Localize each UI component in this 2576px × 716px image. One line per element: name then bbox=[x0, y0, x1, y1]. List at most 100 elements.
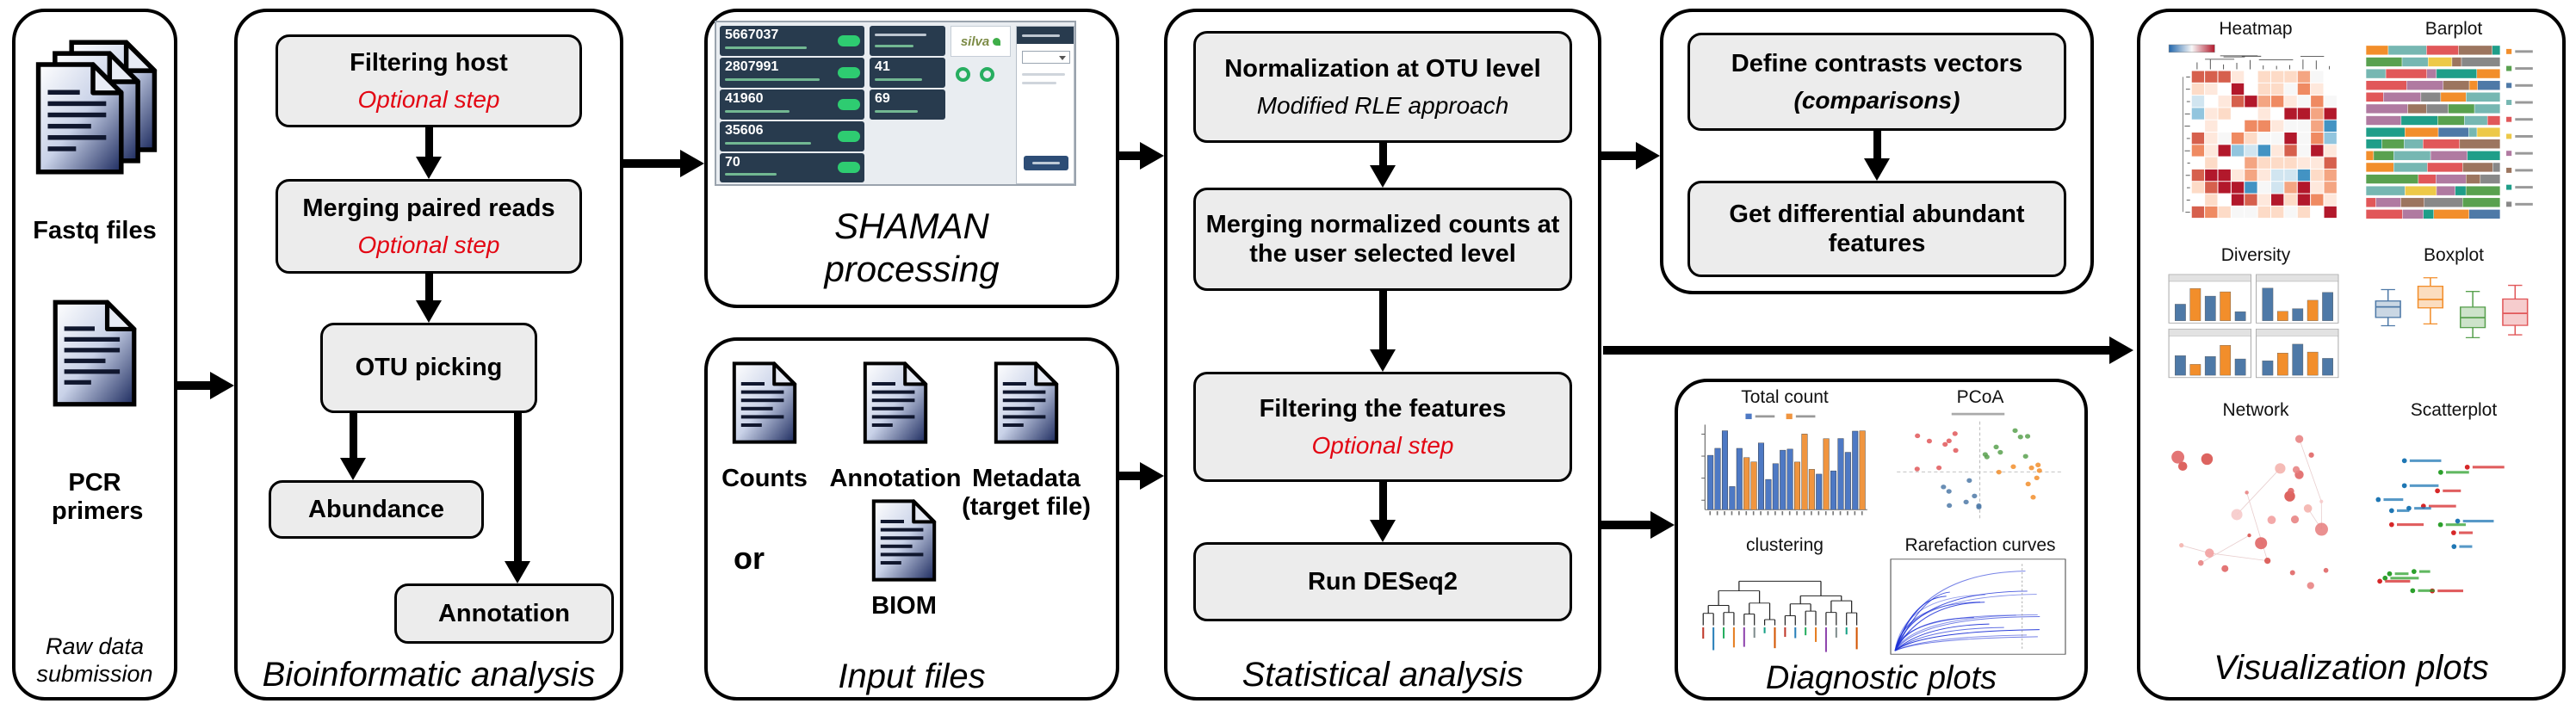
status-badge bbox=[838, 67, 860, 78]
stat-value: 35606 bbox=[725, 123, 764, 138]
status-badge bbox=[838, 99, 860, 110]
stat-card: 35606 bbox=[720, 121, 864, 151]
counts-label: Counts bbox=[721, 465, 808, 492]
silva-logo: silva bbox=[951, 26, 1011, 57]
shaman-screenshot: 5667037 2807991 41960 35606 70 .scard{le… bbox=[715, 21, 1076, 186]
arrow-filter-to-deseq bbox=[1378, 482, 1387, 520]
fastq-files-icon bbox=[33, 36, 160, 178]
metadata-file-icon bbox=[994, 361, 1059, 444]
step-define-contrasts: Define contrasts vectors (comparisons) bbox=[1687, 33, 2066, 131]
recycle-icon bbox=[980, 67, 994, 82]
step-filter-features-label: Filtering the features bbox=[1259, 395, 1507, 423]
diversity-plot bbox=[2165, 268, 2342, 382]
step-filtering-host: Filtering host Optional step bbox=[276, 34, 582, 127]
step-define-contrasts-label: Define contrasts vectors bbox=[1731, 50, 2023, 78]
heatmap-title: Heatmap bbox=[2219, 19, 2293, 39]
pcr-primers-icon bbox=[50, 299, 139, 407]
scatterplot-title: Scatterplot bbox=[2410, 400, 2498, 420]
fastq-files-label: Fastq files bbox=[33, 217, 157, 244]
step-define-contrasts-note: (comparisons) bbox=[1793, 86, 1960, 114]
pcoa-title: PCoA bbox=[1956, 387, 2004, 407]
arrow-inputs-to-stats bbox=[1119, 472, 1140, 480]
arrow-merge-to-filter bbox=[1378, 291, 1387, 349]
clustering-plot bbox=[1694, 559, 1871, 655]
arrow-otu-to-annotation bbox=[513, 413, 522, 561]
barplot-title: Barplot bbox=[2424, 19, 2483, 39]
mid-header-card bbox=[870, 26, 945, 56]
arrow-stats-to-diagnostics bbox=[1601, 521, 1650, 529]
total-count-title: Total count bbox=[1741, 387, 1829, 407]
status-badge bbox=[838, 35, 860, 46]
barplot-thumbnail: Barplot bbox=[2363, 19, 2544, 225]
annotation-file-icon bbox=[863, 361, 928, 444]
input-files-caption: Input files bbox=[838, 657, 986, 695]
step-normalization: Normalization at OTU level Modified RLE … bbox=[1193, 31, 1572, 143]
network-thumbnail: Network bbox=[2165, 400, 2346, 600]
step-run-deseq2: Run DESeq2 bbox=[1193, 542, 1572, 621]
rarefaction-plot bbox=[1890, 559, 2066, 655]
step-filtering-host-note: Optional step bbox=[357, 85, 500, 113]
arrow-stats-to-visualization bbox=[1603, 346, 2109, 355]
visualization-caption: Visualization plots bbox=[2214, 649, 2489, 687]
network-plot bbox=[2165, 423, 2342, 600]
arrow-rawdata-to-bioinfo bbox=[177, 381, 210, 390]
arrow-filtering-to-merging bbox=[424, 127, 433, 157]
stat-card: 70 bbox=[720, 153, 864, 182]
rarefaction-title: Rarefaction curves bbox=[1904, 535, 2056, 555]
step-abundance-label: Abundance bbox=[308, 495, 444, 523]
step-otu-picking-label: OTU picking bbox=[355, 354, 503, 382]
biom-file-icon bbox=[871, 499, 937, 582]
scatterplot-plot bbox=[2363, 423, 2540, 600]
arrow-norm-to-merge bbox=[1378, 143, 1387, 165]
step-merge-counts: Merging normalized counts at the user se… bbox=[1193, 188, 1572, 291]
stat-caption-skeleton bbox=[725, 142, 811, 145]
silva-logo-text: silva bbox=[960, 34, 990, 49]
shaman-caption: SHAMAN processing bbox=[824, 206, 1000, 290]
diversity-thumbnail: Diversity bbox=[2165, 245, 2346, 382]
stat-caption-skeleton bbox=[725, 46, 807, 49]
diagnostic-caption: Diagnostic plots bbox=[1765, 660, 1997, 696]
stat-card: 5667037 bbox=[720, 26, 864, 56]
sample-dropdown bbox=[1022, 51, 1070, 64]
diversity-title: Diversity bbox=[2220, 245, 2291, 265]
status-badge bbox=[838, 162, 860, 173]
stat-card: 41960 bbox=[720, 90, 864, 120]
stat-caption-skeleton bbox=[725, 173, 777, 176]
raw-data-caption: Raw data submission bbox=[36, 633, 153, 688]
step-merge-counts-label: Merging normalized counts at the user se… bbox=[1205, 210, 1560, 268]
step-run-deseq2-label: Run DESeq2 bbox=[1307, 567, 1458, 596]
step-merging-reads-note: Optional step bbox=[357, 231, 500, 258]
network-title: Network bbox=[2222, 400, 2289, 420]
step-merging-reads: Merging paired reads Optional step bbox=[276, 179, 582, 274]
stat-value: 41 bbox=[875, 59, 890, 74]
boxplot-title: Boxplot bbox=[2423, 245, 2485, 265]
annotation-label: Annotation bbox=[829, 465, 962, 492]
barplot-plot bbox=[2363, 42, 2540, 225]
bioinformatic-caption: Bioinformatic analysis bbox=[262, 656, 596, 694]
step-filtering-host-label: Filtering host bbox=[350, 49, 508, 77]
biom-label: BIOM bbox=[871, 592, 937, 620]
step-merging-reads-label: Merging paired reads bbox=[302, 194, 555, 223]
recycle-icon bbox=[956, 67, 970, 82]
arrow-stats-to-contrasts bbox=[1601, 151, 1636, 160]
arrow-otu-to-abundance bbox=[349, 413, 357, 458]
screenshot-side-panel bbox=[1016, 26, 1074, 184]
stat-caption-skeleton bbox=[725, 78, 820, 81]
step-annotation-label: Annotation bbox=[437, 599, 570, 627]
step-filter-features-note: Optional step bbox=[1311, 431, 1454, 459]
stat-value: 41960 bbox=[725, 91, 764, 106]
stat-value: 69 bbox=[875, 91, 890, 106]
stat-value: 70 bbox=[725, 155, 740, 170]
pcoa-plot bbox=[1890, 410, 2066, 521]
total-count-thumbnail: Total count bbox=[1694, 387, 1875, 521]
step-abundance: Abundance bbox=[269, 480, 484, 539]
leaf-icon bbox=[993, 37, 1001, 46]
arrow-bioinfo-to-shaman bbox=[623, 159, 680, 168]
counts-file-icon bbox=[732, 361, 797, 444]
mid-stat-card: 41 bbox=[870, 58, 945, 88]
boxplot-thumbnail: Boxplot bbox=[2363, 245, 2544, 382]
arrow-merging-to-otu bbox=[424, 274, 433, 300]
clustering-title: clustering bbox=[1746, 535, 1824, 555]
side-panel-header bbox=[1017, 27, 1074, 44]
